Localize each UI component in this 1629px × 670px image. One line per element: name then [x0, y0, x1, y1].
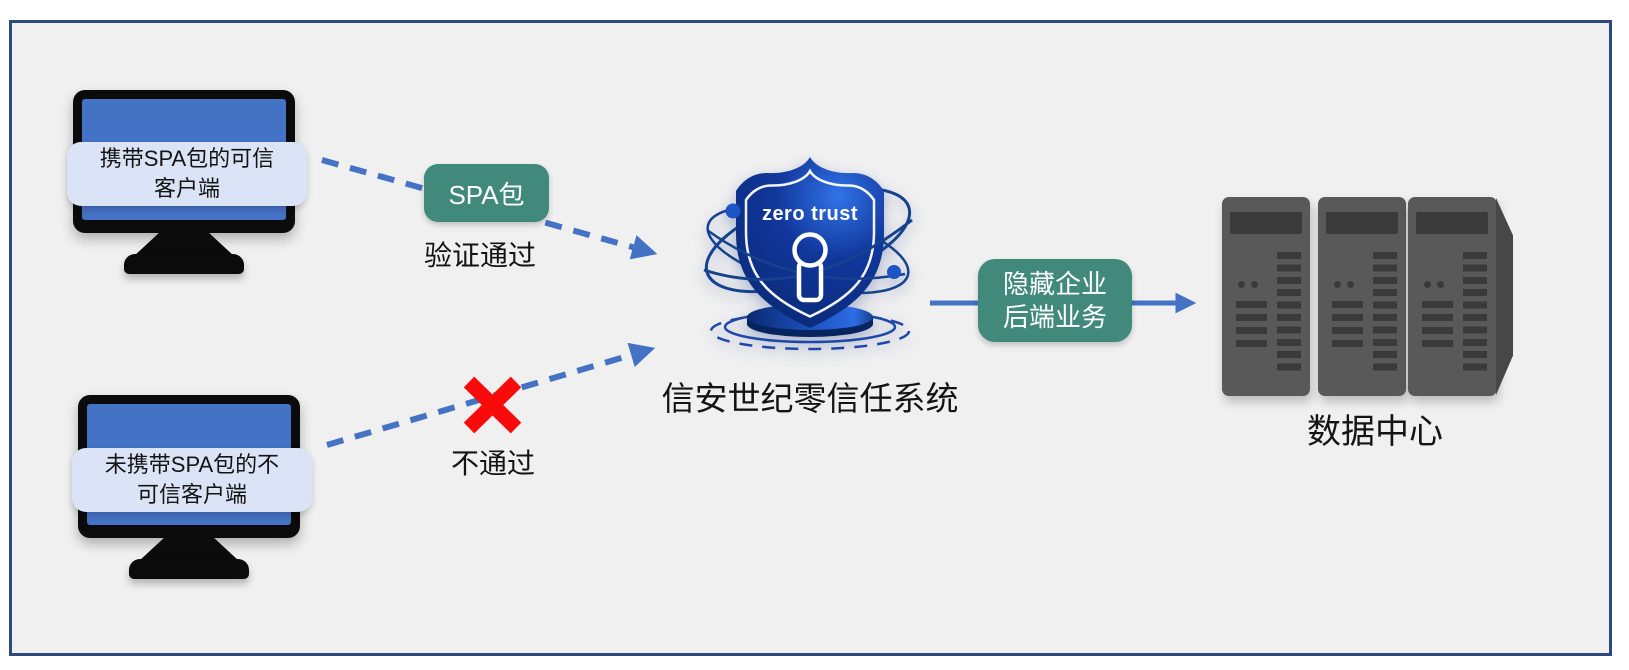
server-led — [1334, 281, 1341, 288]
server-tower — [1408, 197, 1497, 396]
hide-backend-line2: 后端业务 — [1002, 301, 1107, 332]
spa-badge-label: SPA包 — [448, 179, 525, 210]
server-tower — [1318, 197, 1406, 396]
server-led — [1424, 281, 1431, 288]
zero-trust-system-label: 信安世纪零信任系统 — [661, 380, 959, 417]
untrusted-client-label-line1: 未携带SPA包的不 — [104, 452, 280, 477]
spa-packet-badge: SPA包 — [424, 164, 549, 222]
server-3d-side — [1496, 198, 1513, 395]
server-led — [1347, 281, 1354, 288]
server-led — [1251, 281, 1258, 288]
untrusted-client-computer: 未携带SPA包的不 可信客户端 — [72, 395, 312, 581]
hide-backend-line1: 隐藏企业 — [1002, 268, 1107, 299]
verification-passed-label: 验证通过 — [423, 240, 536, 271]
trusted-client-label: 携带SPA包的可信 客户端 — [67, 142, 307, 206]
trusted-client-computer: 携带SPA包的可信 客户端 — [67, 90, 307, 276]
server-top-panel — [1416, 212, 1488, 234]
verification-failed-label: 不通过 — [450, 448, 535, 479]
server-drive-slots — [1373, 252, 1397, 372]
server-vent-bars — [1236, 301, 1267, 347]
server-drive-slots — [1463, 252, 1487, 372]
data-center-servers — [1222, 197, 1514, 397]
monitor-stand-base — [129, 559, 249, 579]
server-led — [1437, 281, 1444, 288]
server-top-panel — [1230, 212, 1302, 234]
server-top-panel — [1326, 212, 1398, 234]
monitor-stand-base — [124, 254, 244, 274]
trusted-client-label-line2: 客户端 — [153, 176, 220, 201]
monitor-stand-neck — [134, 231, 234, 256]
server-vent-bars — [1422, 301, 1453, 347]
monitor-stand-neck — [139, 536, 239, 561]
server-drive-slots — [1277, 252, 1301, 372]
server-vent-bars — [1332, 301, 1363, 347]
data-center-label: 数据中心 — [1307, 413, 1443, 451]
untrusted-client-label-line2: 可信客户端 — [136, 482, 247, 507]
trusted-client-label-line1: 携带SPA包的可信 — [99, 146, 275, 171]
server-led — [1238, 281, 1245, 288]
hide-backend-badge: 隐藏企业 后端业务 — [978, 259, 1132, 342]
untrusted-client-label: 未携带SPA包的不 可信客户端 — [72, 448, 312, 512]
server-tower — [1222, 197, 1310, 396]
